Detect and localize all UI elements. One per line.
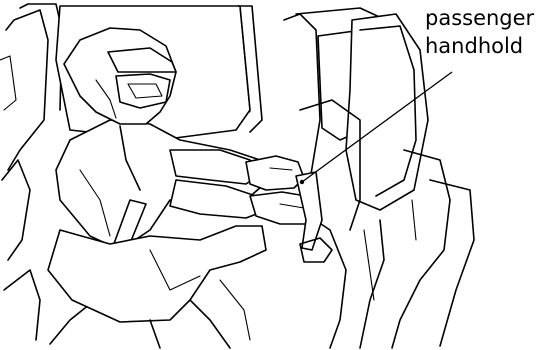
handhold-callout-label: passenger handhold [425,4,554,60]
callout-label-line2: handhold [425,32,554,60]
upper-glove [246,156,304,190]
callout-leader-dot [300,180,304,184]
callout-label-line1: passenger [425,4,554,32]
cab-frame-left [0,4,62,340]
